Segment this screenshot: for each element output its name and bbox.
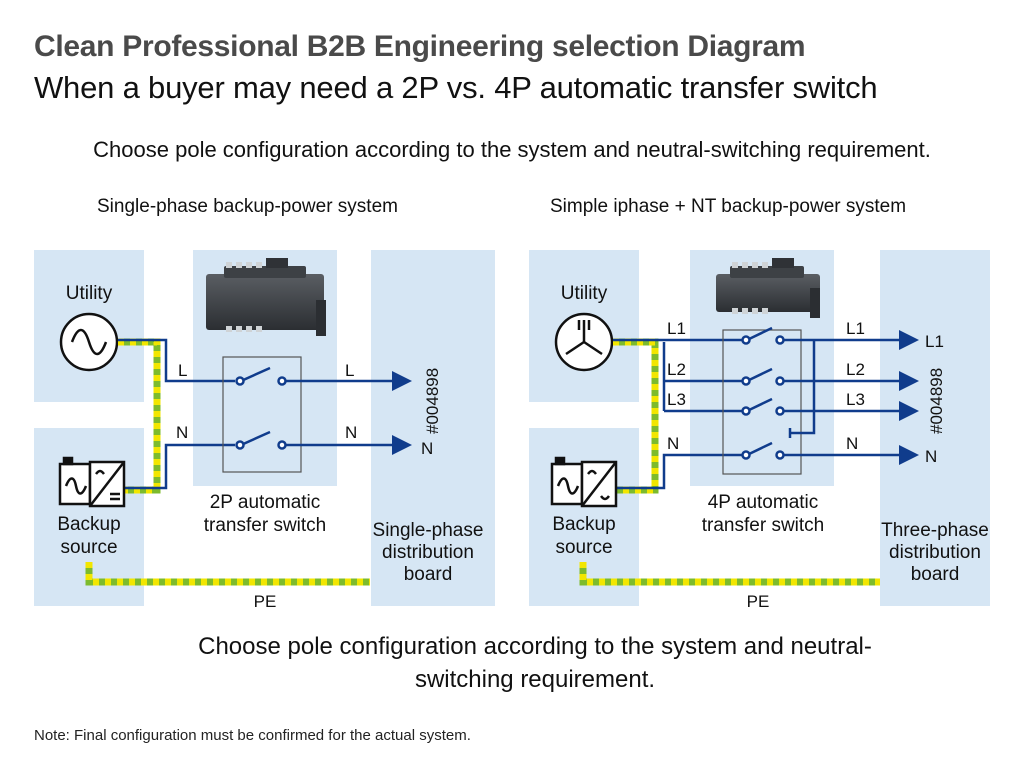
switch-label-1: 2P automatic [210,492,321,513]
switch-frame [722,329,802,475]
right-panel-title: Simple iphase + NT backup-power system [550,196,907,217]
l1-terminal-label: L1 [925,332,944,351]
page-subtitle: When a buyer may need a 2P vs. 4P automa… [34,70,878,105]
l3-in-label: L3 [667,390,686,409]
switch-frame [222,356,302,473]
switch-label-1: 4P automatic [708,492,819,513]
n-out-label: N [846,434,858,453]
board-code: #004898 [927,368,946,434]
l3-out-label: L3 [846,390,865,409]
left-panel-title: Single-phase backup-power system [97,196,398,217]
utility-label: Utility [66,283,113,304]
l-in-label: L [178,361,187,380]
ats-device-icon [206,258,326,336]
pe-label: PE [747,592,770,611]
backup-label-1: Backup [552,514,615,535]
footer-text: Choose pole configuration according to t… [198,633,872,693]
board-label-2: distribution [889,542,981,563]
backup-source-icon [58,456,126,508]
right-diagram: Utility L1 L2 L3 N [529,250,990,611]
utility-label: Utility [561,283,608,304]
switch-label-2: transfer switch [702,515,824,536]
l2-out-label: L2 [846,360,865,379]
backup-label-1: Backup [57,514,120,535]
mechanical-link [790,340,816,435]
note-text: Note: Final configuration must be confir… [34,727,471,744]
n-terminal-label: N [421,439,433,458]
three-phase-source-icon [554,312,614,372]
l2-in-label: L2 [667,360,686,379]
n-wire-in [613,453,742,490]
page-title: Clean Professional B2B Engineering selec… [34,30,806,63]
n-in-label: N [667,434,679,453]
backup-label-2: source [60,537,117,558]
board-label-3: board [911,564,960,585]
l-out-label: L [345,361,354,380]
distribution-board-block [371,250,495,606]
switch-contacts [235,366,287,450]
n-terminal-label: N [925,447,937,466]
l1-in-label: L1 [667,319,686,338]
switch-contacts [741,326,785,460]
ac-source-icon [59,312,119,372]
backup-source-icon [550,456,618,508]
l-wire-in [118,338,235,383]
board-label-1: Single-phase [373,520,484,541]
backup-label-2: source [555,537,612,558]
switch-label-2: transfer switch [204,515,326,536]
board-label-3: board [404,564,453,585]
intro-text: Choose pole configuration according to t… [93,137,931,162]
pe-earth-line [85,338,370,586]
board-code: #004898 [423,368,442,434]
n-out-label: N [345,423,357,442]
n-in-label: N [176,423,188,442]
board-label-1: Three-phase [881,520,989,541]
n-wire-in [118,443,235,490]
pe-label: PE [254,592,277,611]
board-label-2: distribution [382,542,474,563]
left-diagram: Utility L N L N N # [34,250,495,611]
distribution-board-block [880,250,990,606]
l1-out-label: L1 [846,319,865,338]
pe-earth-line [579,338,880,586]
ats-device-icon [716,258,820,318]
